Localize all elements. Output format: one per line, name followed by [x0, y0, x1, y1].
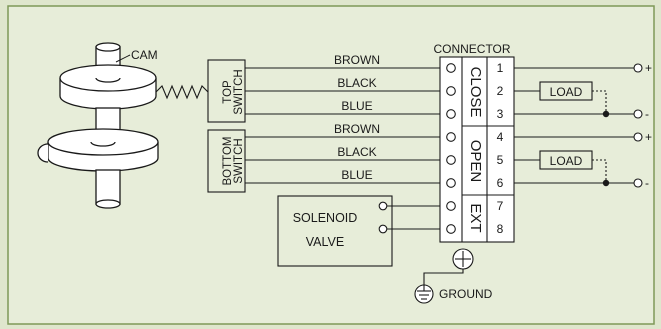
screw-terminal-8: [446, 224, 456, 234]
spring-coil: [155, 84, 209, 100]
top-switch-label-1: TOP: [222, 80, 234, 104]
bottom-switch-box: [207, 129, 246, 193]
screw-terminal-6: [446, 178, 456, 188]
wire-label-3: BLUE: [341, 99, 372, 113]
load-2-jumper: [592, 159, 607, 183]
solenoid-terminal-1: [378, 201, 388, 211]
terminal-number-7: 7: [497, 199, 504, 213]
ground-wire: [423, 269, 464, 288]
cam-label: CAM: [131, 48, 158, 62]
output-wiring: [514, 67, 634, 184]
connector-group-close: CLOSE: [467, 67, 484, 118]
supply-terminal-4: [633, 178, 643, 188]
supply-terminal-1: [633, 63, 643, 73]
load-1: LOAD: [539, 81, 593, 101]
terminal-number-6: 6: [497, 176, 504, 190]
top-switch: TOP SWITCH: [207, 59, 246, 123]
polarity-label-3: +: [645, 130, 652, 144]
screw-terminal-4: [446, 132, 456, 142]
screw-terminal-2: [446, 86, 456, 96]
connector-group-ext: EXT: [467, 203, 484, 232]
solenoid-box: [277, 195, 393, 267]
wire-label-1: BROWN: [334, 53, 380, 67]
upper-cam-shaft-seat: [95, 77, 121, 83]
wire-label-4: BROWN: [334, 122, 380, 136]
lower-cam-lobe: [37, 143, 49, 163]
terminal-number-1: 1: [497, 61, 504, 75]
wire-lines: [245, 67, 440, 184]
solenoid-valve: SOLENOID VALVE: [277, 195, 440, 267]
load-2: LOAD: [539, 150, 593, 170]
connector-group-open: OPEN: [467, 140, 484, 183]
bottom-switch: BOTTOM SWITCH: [207, 129, 246, 193]
lower-cam-shaft-seat: [90, 141, 116, 147]
connector-block: [439, 56, 515, 243]
polarity-label-4: -: [645, 176, 649, 190]
terminal-number-4: 4: [497, 130, 504, 144]
cam-assembly: [37, 42, 159, 209]
terminal-number-8: 8: [497, 222, 504, 236]
bottom-switch-label-1: BOTTOM: [222, 137, 234, 186]
connector-body: [439, 56, 515, 243]
terminal-number-5: 5: [497, 153, 504, 167]
polarity-label-1: +: [645, 61, 652, 75]
load-2-box: [539, 150, 593, 170]
load-1-label: LOAD: [550, 85, 583, 99]
supply-terminal-2: [633, 109, 643, 119]
cam-leader-line: [115, 54, 131, 63]
solenoid-terminal-2: [378, 224, 388, 234]
junction-dot-2: [602, 179, 610, 187]
supply-terminals: [633, 63, 643, 188]
load-1-box: [539, 81, 593, 101]
junction-dot-1: [602, 110, 610, 118]
screw-terminal-1: [446, 63, 456, 73]
wire-label-5: BLACK: [337, 145, 376, 159]
solenoid-label-1: SOLENOID: [293, 211, 358, 225]
cam-shaft-top-cap: [95, 42, 121, 52]
terminal-number-3: 3: [497, 107, 504, 121]
ground-label: GROUND: [439, 287, 493, 301]
load-2-label: LOAD: [550, 154, 583, 168]
load-1-jumper: [592, 90, 607, 114]
supply-terminal-3: [633, 132, 643, 142]
terminal-number-2: 2: [497, 84, 504, 98]
connector-title: CONNECTOR: [433, 42, 510, 56]
wire-label-6: BLUE: [341, 168, 372, 182]
screw-terminal-5: [446, 155, 456, 165]
upper-cam-top: [59, 64, 157, 92]
solenoid-label-2: VALVE: [306, 235, 344, 249]
connector-terminal-screws: [446, 63, 456, 234]
polarity-label-2: -: [645, 107, 649, 121]
screw-terminal-3: [446, 109, 456, 119]
bottom-switch-label-2: SWITCH: [233, 138, 245, 183]
screw-terminal-7: [446, 201, 456, 211]
cam-shaft-bottom: [95, 169, 121, 205]
top-switch-label-2: SWITCH: [233, 69, 245, 114]
wire-label-2: BLACK: [337, 76, 376, 90]
ground-assembly: [414, 248, 474, 304]
cam-shaft-bottom-cap: [95, 199, 121, 209]
lower-cam-top: [47, 128, 159, 156]
